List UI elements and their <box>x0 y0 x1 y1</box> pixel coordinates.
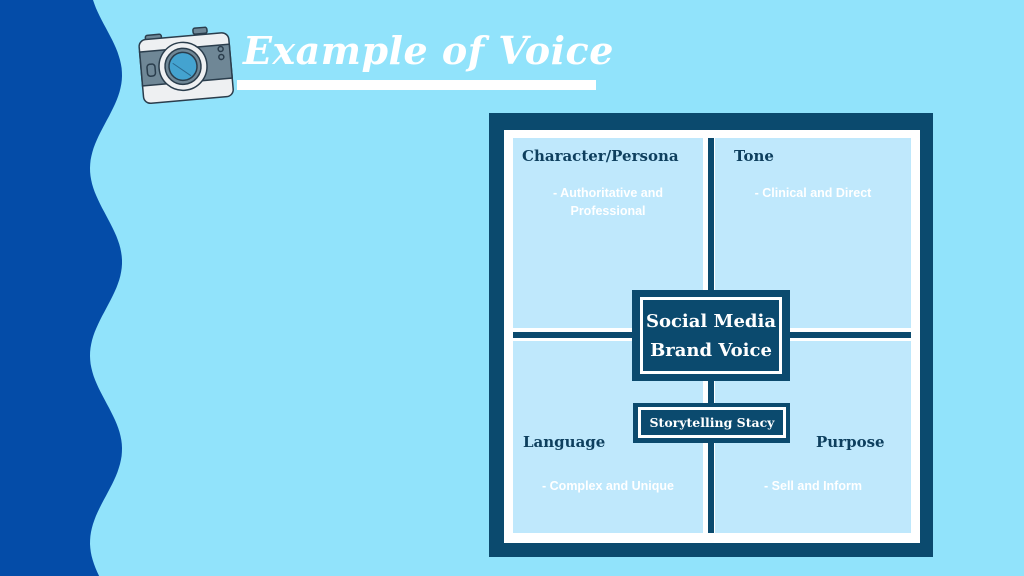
purpose-text: - Sell and Inform <box>764 479 862 493</box>
center-line1: Social Media <box>645 310 777 332</box>
page-title: Example of Voice <box>243 28 614 73</box>
character-text: - Authoritative and Professional <box>513 184 703 220</box>
tone-heading: Tone <box>734 147 774 165</box>
center-line2: Brand Voice <box>650 339 772 361</box>
persona-name: Storytelling Stacy <box>638 407 786 438</box>
character-text-line1: - Authoritative and <box>553 186 663 200</box>
tone-text: - Clinical and Direct <box>754 186 872 200</box>
character-heading: Character/Persona <box>522 147 679 165</box>
title-underline <box>237 80 596 90</box>
purpose-heading: Purpose <box>816 433 885 451</box>
language-text: - Complex and Unique <box>542 479 674 493</box>
camera-icon <box>138 26 234 105</box>
character-text-line2: Professional <box>570 204 646 218</box>
wave-blue <box>0 0 122 576</box>
language-heading: Language <box>523 433 606 451</box>
persona-box: Storytelling Stacy <box>633 403 790 443</box>
wave-decoration <box>0 0 122 576</box>
center-box: Social Media Brand Voice <box>632 290 790 381</box>
